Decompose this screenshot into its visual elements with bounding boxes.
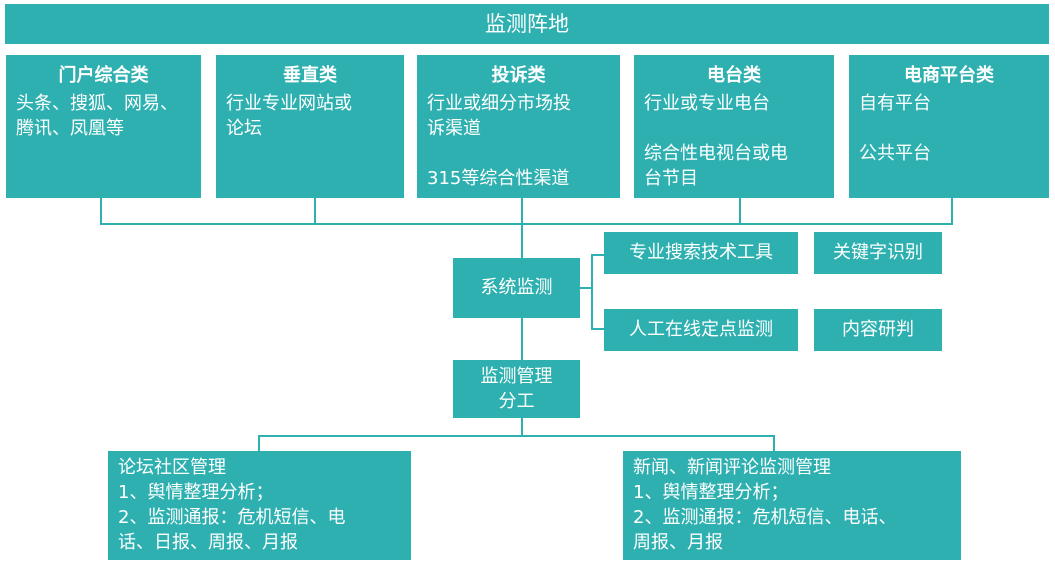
content-analysis-box: 内容研判 — [814, 309, 942, 351]
forum-item: 话、日报、周报、月报 — [118, 532, 298, 553]
connector-line — [521, 318, 523, 360]
keyword-box: 关键字识别 — [814, 232, 942, 274]
category-text: 自有平台 — [859, 93, 931, 114]
category-text: 论坛 — [226, 118, 262, 139]
category-text: 诉渠道 — [427, 118, 481, 139]
connector-line — [521, 418, 523, 436]
connector-line — [521, 198, 523, 224]
forum-title: 论坛社区管理 — [118, 457, 226, 478]
connector-line — [314, 198, 316, 224]
connector-line — [773, 435, 775, 452]
forum-item: 2、监测通报：危机短信、电 — [118, 507, 346, 528]
forum-management-box: 论坛社区管理 1、舆情整理分析； 2、监测通报：危机短信、电 话、日报、周报、月… — [108, 451, 411, 560]
category-text: 行业或细分市场投 — [427, 93, 571, 114]
category-text: 行业专业网站或 — [226, 93, 352, 114]
management-box: 监测管理 分工 — [453, 360, 580, 418]
category-heading: 垂直类 — [283, 65, 337, 86]
category-text: 行业或专业电台 — [644, 93, 770, 114]
forum-item: 1、舆情整理分析； — [118, 482, 274, 503]
category-text: 综合性电视台或电 — [644, 143, 788, 164]
connector-line — [258, 435, 260, 452]
news-item: 1、舆情整理分析； — [633, 482, 789, 503]
category-text: 公共平台 — [859, 143, 931, 164]
news-item: 周报、月报 — [633, 532, 723, 553]
connector-line — [739, 198, 741, 224]
category-text: 腾讯、凤凰等 — [16, 118, 124, 139]
connector-line — [951, 198, 953, 224]
connector-line — [591, 328, 605, 330]
category-text: 头条、搜狐、网易、 — [16, 93, 178, 114]
category-heading: 电商平台类 — [904, 65, 994, 86]
category-radio: 电台类 行业或专业电台 综合性电视台或电 台节目 — [634, 55, 834, 198]
connector-line — [591, 254, 593, 329]
category-complaint: 投诉类 行业或细分市场投 诉渠道 315等综合性渠道 — [417, 55, 620, 198]
category-ecommerce: 电商平台类 自有平台 公共平台 — [849, 55, 1049, 198]
news-title: 新闻、新闻评论监测管理 — [633, 457, 831, 478]
diagram-title: 监测阵地 — [5, 4, 1049, 44]
connector-line — [100, 198, 102, 224]
system-monitoring-box: 系统监测 — [453, 258, 580, 318]
news-item: 2、监测通报：危机短信、电话、 — [633, 507, 897, 528]
category-heading: 电台类 — [707, 65, 761, 86]
connector-line — [258, 435, 775, 437]
management-line: 分工 — [498, 391, 535, 412]
connector-line — [521, 223, 523, 259]
category-heading: 门户综合类 — [58, 65, 149, 86]
category-text: 315等综合性渠道 — [427, 168, 570, 189]
management-line: 监测管理 — [480, 366, 553, 387]
manual-monitoring-box: 人工在线定点监测 — [604, 309, 798, 351]
category-portal: 门户综合类 头条、搜狐、网易、 腾讯、凤凰等 — [6, 55, 201, 198]
connector-line — [591, 254, 605, 256]
connector-line — [100, 223, 953, 225]
search-tool-box: 专业搜索技术工具 — [604, 232, 798, 274]
category-vertical: 垂直类 行业专业网站或 论坛 — [216, 55, 404, 198]
category-text: 台节目 — [644, 168, 698, 189]
news-management-box: 新闻、新闻评论监测管理 1、舆情整理分析； 2、监测通报：危机短信、电话、 周报… — [623, 451, 961, 560]
connector-line — [580, 287, 592, 289]
category-heading: 投诉类 — [491, 65, 546, 86]
